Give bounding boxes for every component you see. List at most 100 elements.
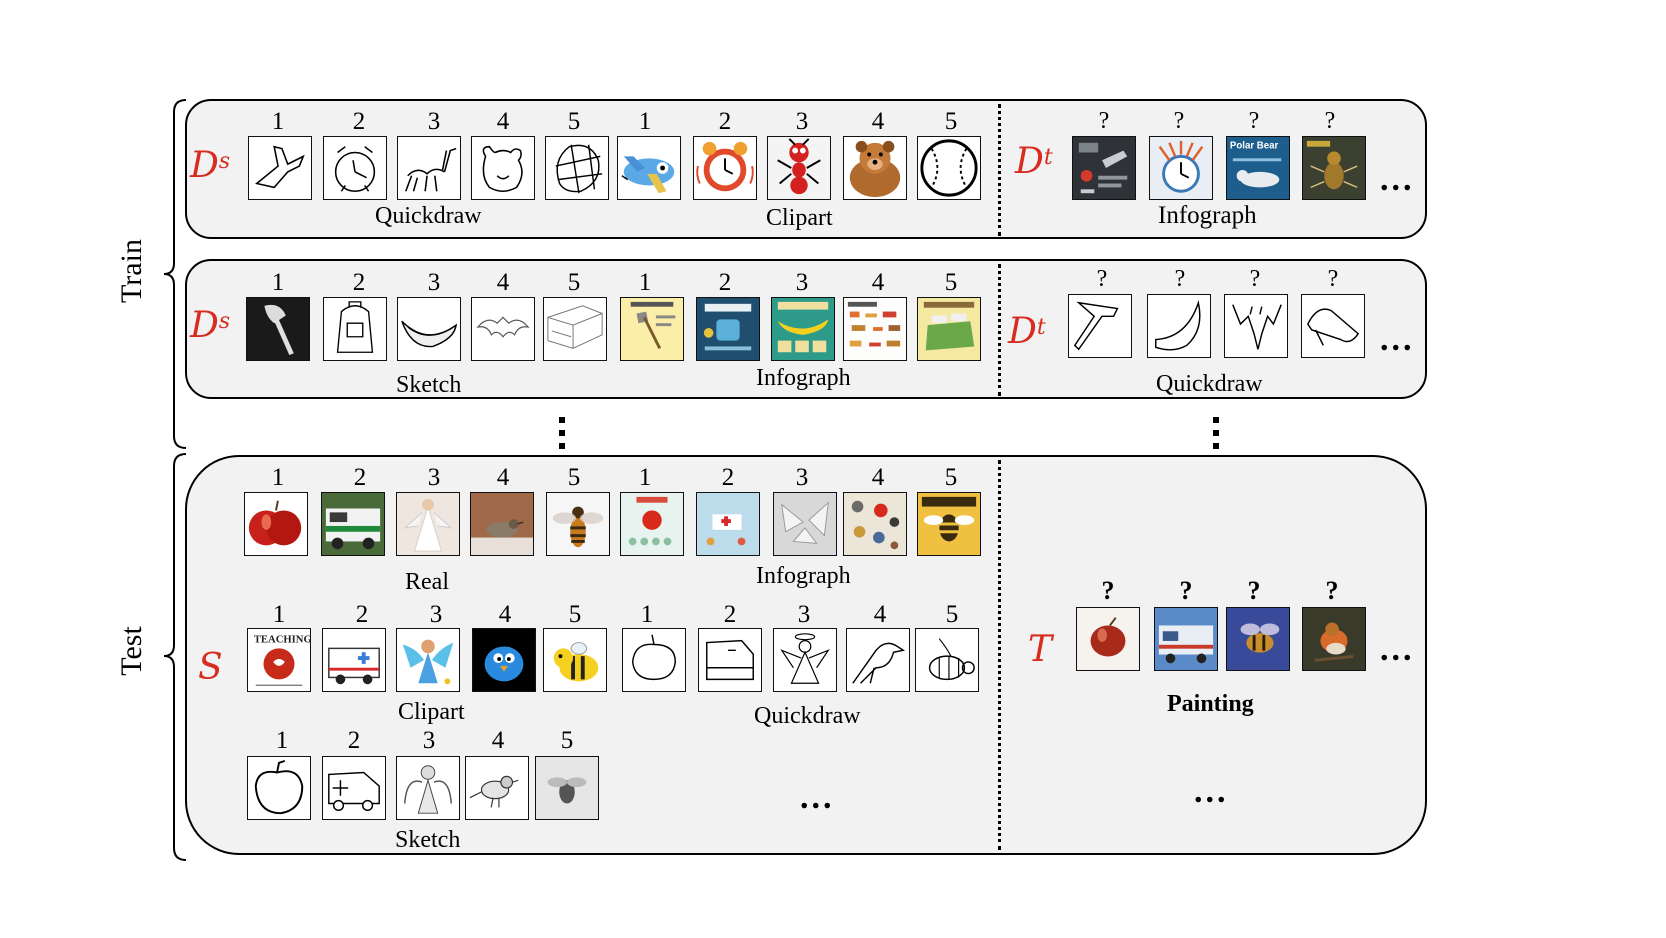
row1-query-mark: ? <box>1248 108 1260 134</box>
row2-label-num: 1 <box>638 269 652 296</box>
row2-label-num: 3 <box>795 269 809 296</box>
row2-query-mark: ? <box>1174 266 1186 292</box>
ambulance-quickdraw-icon <box>698 628 762 692</box>
row2-label-num: 5 <box>944 269 958 296</box>
row1-query-mark: ? <box>1324 108 1336 134</box>
clipart-label-num: 1 <box>272 601 286 628</box>
infograph-dark-icon <box>1072 136 1136 200</box>
row1-label-num: 5 <box>944 108 958 135</box>
banana-infograph-icon <box>771 297 835 361</box>
infograph-clock-icon <box>1149 136 1213 200</box>
sketch-label-num: 4 <box>491 727 505 754</box>
painting-domain-label: Painting <box>1167 691 1254 717</box>
axe-infograph-icon <box>620 297 684 361</box>
apple-real-icon <box>244 492 308 556</box>
row2-divider <box>998 264 1001 396</box>
painting-query-mark: ? <box>1101 576 1115 605</box>
row1-source-domain-label-2: Clipart <box>766 205 833 231</box>
apple-sketch-icon <box>247 756 311 820</box>
infograph-domain-label: Infograph <box>756 563 851 589</box>
row1-label-num: 5 <box>567 108 581 135</box>
target-domain-symbol: Dt <box>1015 141 1053 182</box>
real-label-num: 4 <box>496 464 510 491</box>
row2-label-num: 5 <box>567 269 581 296</box>
bee-sketch-icon <box>535 756 599 820</box>
bird-sketch-icon <box>465 756 529 820</box>
row1-query-mark: ? <box>1098 108 1110 134</box>
bed-infograph-icon <box>917 297 981 361</box>
bed-sketch-icon <box>543 297 607 361</box>
real-label-num: 3 <box>427 464 441 491</box>
apple-painting-icon <box>1076 607 1140 671</box>
real-domain-label: Real <box>405 569 449 595</box>
quickdraw-label-num: 1 <box>640 601 654 628</box>
clipart-label-num: 5 <box>568 601 582 628</box>
test-label: Test <box>115 626 148 676</box>
clipart-label-num: 3 <box>429 601 443 628</box>
row2-query-mark: ? <box>1327 266 1339 292</box>
train-label: Train <box>115 239 148 303</box>
bird-infograph-icon <box>843 492 907 556</box>
support-more-ellipsis: ... <box>800 779 835 816</box>
bat-sketch-icon <box>471 297 535 361</box>
apple-clipart-icon: TEACHING <box>247 628 311 692</box>
quickdraw-label-num: 2 <box>723 601 737 628</box>
row2-more-ellipsis: ... <box>1380 321 1415 358</box>
support-set-symbol: S <box>198 647 223 688</box>
clipart-domain-label: Clipart <box>398 699 465 725</box>
row1-label-num: 4 <box>496 108 510 135</box>
backpack-sketch-icon <box>323 297 387 361</box>
row1-label-num: 1 <box>638 108 652 135</box>
source-domain-symbol: Ds <box>190 305 231 346</box>
angel-real-icon <box>396 492 460 556</box>
row2-label-num: 4 <box>496 269 510 296</box>
banana-sketch-icon <box>397 297 461 361</box>
row2-label-num: 2 <box>352 269 366 296</box>
sketch-label-num: 3 <box>422 727 436 754</box>
ant-sketch-icon <box>397 136 461 200</box>
infograph-label-num: 2 <box>721 464 735 491</box>
baseball-sketch-icon <box>545 136 609 200</box>
row2-target-domain-label: Quickdraw <box>1156 371 1263 397</box>
ambulance-clipart-icon <box>322 628 386 692</box>
bee-infograph-icon <box>917 492 981 556</box>
bed-quickdraw-icon <box>1301 294 1365 358</box>
alarm-clock-sketch-icon <box>323 136 387 200</box>
svg-text:Polar Bear: Polar Bear <box>1230 141 1279 152</box>
row2-label-num: 4 <box>871 269 885 296</box>
painting-query-mark: ? <box>1247 576 1261 605</box>
painting-query-mark: ? <box>1325 576 1339 605</box>
infograph-polar-bear-icon: Polar Bear <box>1226 136 1290 200</box>
row1-target-domain-label: Infograph <box>1158 202 1257 229</box>
row1-label-num: 4 <box>871 108 885 135</box>
target-domain-symbol: Dt <box>1008 311 1046 352</box>
bird-painting-icon <box>1302 607 1366 671</box>
sketch-label-num: 5 <box>560 727 574 754</box>
row2-label-num: 2 <box>718 269 732 296</box>
row1-label-num: 2 <box>352 108 366 135</box>
query-more-ellipsis: ... <box>1194 773 1229 810</box>
svg-text:TEACHING: TEACHING <box>254 635 310 646</box>
painting-query-mark: ? <box>1179 576 1193 605</box>
row1-label-num: 3 <box>795 108 809 135</box>
ambulance-infograph-icon <box>696 492 760 556</box>
infograph-ant-icon <box>1302 136 1366 200</box>
real-label-num: 5 <box>567 464 581 491</box>
angel-clipart-icon <box>396 628 460 692</box>
bee-clipart-icon <box>543 628 607 692</box>
row1-divider <box>998 104 1001 236</box>
axe-sketch-icon <box>246 297 310 361</box>
quickdraw-label-num: 5 <box>945 601 959 628</box>
backpack-infograph-icon <box>696 297 760 361</box>
row2-query-mark: ? <box>1096 266 1108 292</box>
bear-sketch-icon <box>471 136 535 200</box>
bear-clipart-icon <box>843 136 907 200</box>
airplane-sketch-icon <box>248 136 312 200</box>
quickdraw-label-num: 4 <box>873 601 887 628</box>
sketch-domain-label: Sketch <box>395 827 461 853</box>
alarm-clock-clipart-icon <box>693 136 757 200</box>
quickdraw-label-num: 3 <box>797 601 811 628</box>
clipart-label-num: 2 <box>355 601 369 628</box>
infograph-label-num: 4 <box>871 464 885 491</box>
vertical-ellipsis-left <box>559 417 565 456</box>
